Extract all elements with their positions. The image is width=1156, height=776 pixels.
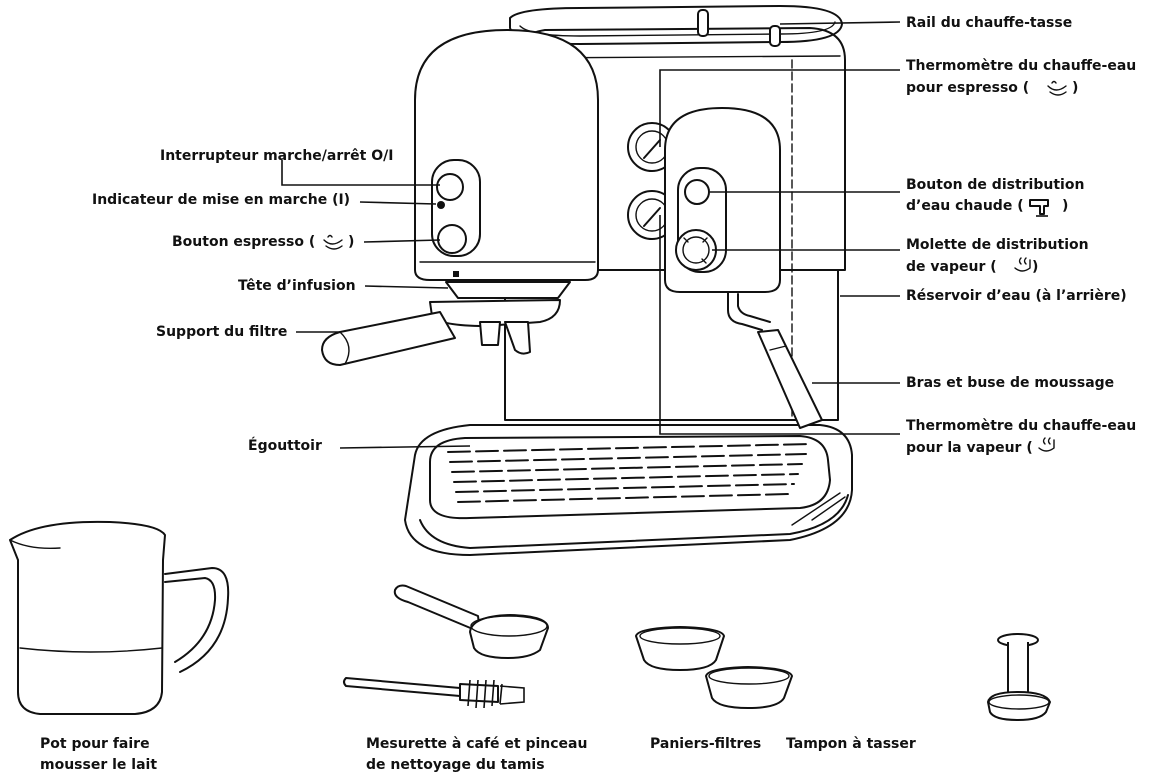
label-bouton-eau-2: d’eau chaude ( bbox=[906, 198, 1024, 214]
steam-wand bbox=[727, 291, 823, 429]
label-bouton-eau-1: Bouton de distribution bbox=[906, 177, 1084, 193]
filter-baskets bbox=[635, 626, 793, 709]
label-close-paren-1: ) bbox=[1072, 80, 1078, 96]
label-interrupteur: Interrupteur marche/arrêt O/I bbox=[160, 148, 393, 164]
label-bouton-espresso: Bouton espresso ( bbox=[172, 234, 315, 250]
label-thermo-espresso-2: pour espresso ( bbox=[906, 80, 1029, 96]
label-mesurette-2: de nettoyage du tamis bbox=[366, 757, 545, 773]
coffee-scoop bbox=[393, 584, 549, 659]
label-thermo-vapeur-2: pour la vapeur ( bbox=[906, 440, 1033, 456]
label-paniers: Paniers-filtres bbox=[650, 736, 761, 752]
label-close-paren-3: ) bbox=[1062, 198, 1068, 214]
hot-water-icon bbox=[1029, 199, 1049, 217]
milk-frothing-pitcher bbox=[9, 520, 230, 715]
label-close-paren-2: ) bbox=[348, 234, 354, 250]
label-pot-1: Pot pour faire bbox=[40, 736, 150, 752]
grate-slot-row bbox=[455, 483, 795, 493]
espresso-machine bbox=[321, 5, 853, 556]
label-mesurette-1: Mesurette à café et pinceau bbox=[366, 736, 587, 752]
label-molette-2: de vapeur ( bbox=[906, 259, 997, 275]
portafilter[interactable] bbox=[321, 299, 561, 366]
grate-slot-row bbox=[451, 463, 803, 473]
label-molette-1: Molette de distribution bbox=[906, 237, 1089, 253]
label-rail: Rail du chauffe-tasse bbox=[906, 15, 1072, 31]
label-support: Support du filtre bbox=[156, 324, 287, 340]
steam-icon bbox=[1038, 437, 1055, 452]
label-tampon: Tampon à tasser bbox=[786, 736, 916, 752]
grate-slot-row bbox=[447, 443, 811, 453]
tamper bbox=[987, 633, 1051, 721]
grate-slot-row bbox=[449, 453, 807, 463]
label-reservoir: Réservoir d’eau (à l’arrière) bbox=[906, 288, 1127, 304]
labels: Rail du chauffe-tasse Thermomètre du cha… bbox=[40, 15, 1136, 773]
cleaning-brush bbox=[343, 677, 525, 709]
espresso-cup-icon bbox=[1047, 80, 1067, 96]
power-switch[interactable] bbox=[436, 173, 464, 201]
espresso-button[interactable] bbox=[437, 224, 467, 254]
grate-slot-row bbox=[453, 473, 799, 483]
steam-icon bbox=[1014, 257, 1031, 272]
brew-head bbox=[445, 281, 571, 299]
power-indicator bbox=[437, 201, 445, 209]
label-indicateur: Indicateur de mise en marche (I) bbox=[92, 192, 350, 208]
label-bras: Bras et buse de moussage bbox=[906, 375, 1114, 391]
label-close-paren-4: ) bbox=[1032, 259, 1038, 275]
hot-water-button[interactable] bbox=[684, 179, 710, 205]
label-egouttoir: Égouttoir bbox=[248, 437, 322, 454]
label-tete: Tête d’infusion bbox=[238, 278, 356, 294]
label-thermo-vapeur-1: Thermomètre du chauffe-eau bbox=[906, 418, 1136, 434]
label-thermo-espresso-1: Thermomètre du chauffe-eau bbox=[906, 58, 1136, 74]
drip-grate bbox=[429, 435, 831, 520]
leader-lines bbox=[281, 21, 901, 449]
steam-dial[interactable] bbox=[675, 229, 717, 271]
label-pot-2: mousser le lait bbox=[40, 757, 157, 773]
grate-slot-row bbox=[457, 493, 791, 503]
espresso-cup-icon bbox=[323, 234, 343, 250]
